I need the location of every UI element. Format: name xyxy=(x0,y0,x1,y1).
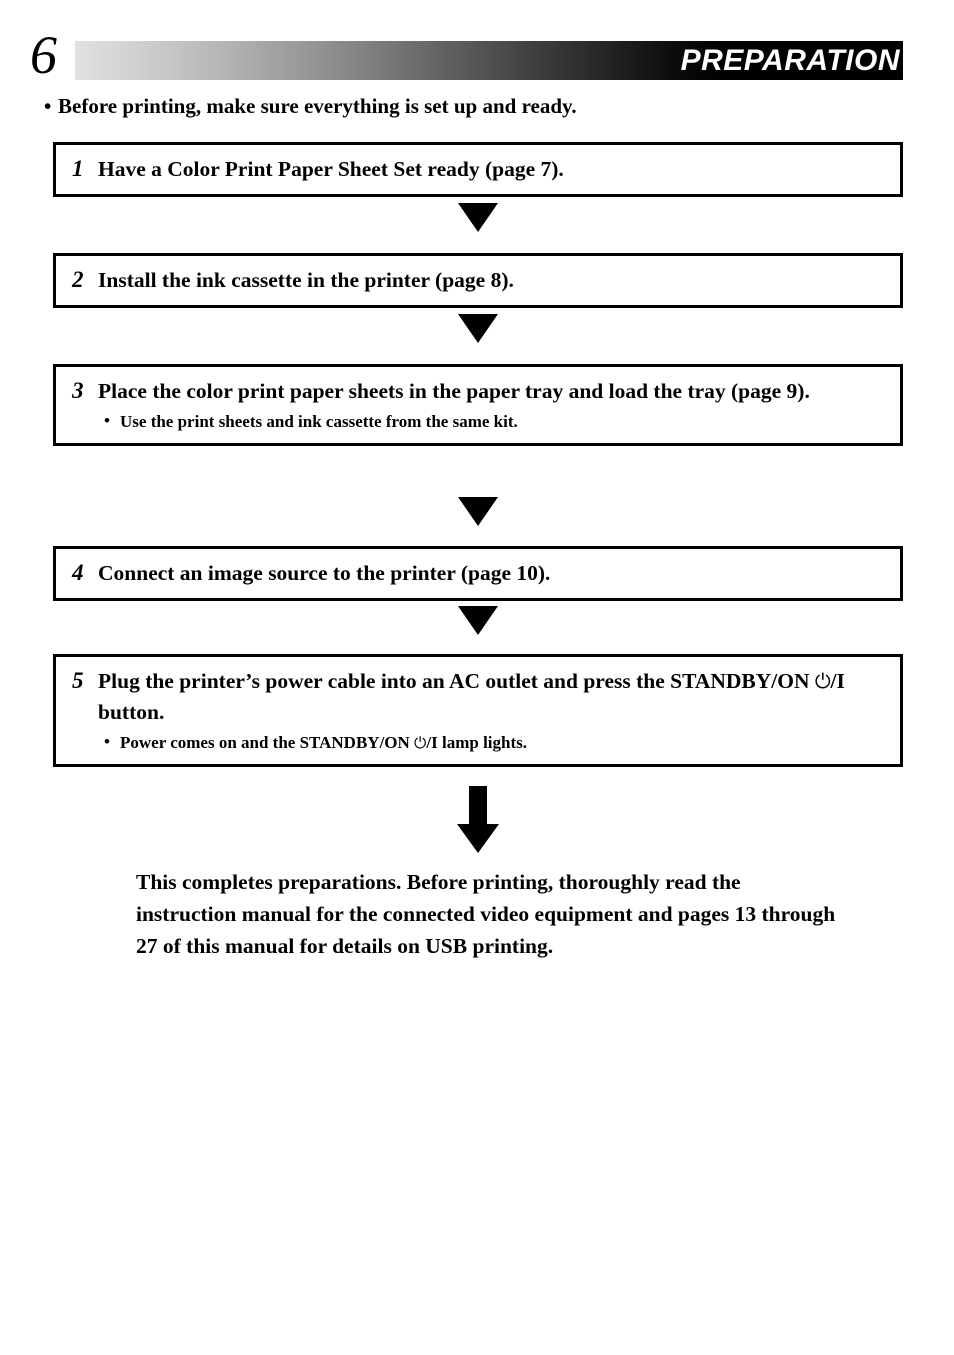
step-text-3: Place the color print paper sheets in th… xyxy=(98,379,810,403)
connector-arrow-2 xyxy=(458,314,498,343)
step-number-1: 1 xyxy=(72,156,84,181)
intro-text: Before printing, make sure everything is… xyxy=(58,94,577,118)
final-down-arrow xyxy=(457,786,499,853)
connector-arrow-1 xyxy=(458,203,498,232)
page-header: 6 PREPARATION xyxy=(0,25,954,90)
step-5-symbol-suffix: /I xyxy=(830,669,845,693)
step-number-5: 5 xyxy=(72,668,84,693)
arrow-shaft xyxy=(469,786,487,826)
step-text-1: Have a Color Print Paper Sheet Set ready… xyxy=(98,157,564,181)
step-box-1: 1 Have a Color Print Paper Sheet Set rea… xyxy=(53,142,903,197)
sub-item-symbol-suffix: /I xyxy=(426,733,438,752)
bullet-icon: • xyxy=(44,94,52,118)
step-box-3: 3 Place the color print paper sheets in … xyxy=(53,364,903,446)
standby-power-icon: ⏻ xyxy=(814,670,831,693)
sub-item-text-before: Power comes on and the STANDBY/ON xyxy=(120,733,415,752)
page-number: 6 xyxy=(30,25,57,85)
step-box-5: 5 Plug the printer’s power cable into an… xyxy=(53,654,903,767)
step-box-4: 4 Connect an image source to the printer… xyxy=(53,546,903,601)
step-number-2: 2 xyxy=(72,267,84,292)
bullet-icon: • xyxy=(104,732,110,751)
step-number-4: 4 xyxy=(72,560,84,585)
step-5-text-before: Plug the printer’s power cable into an A… xyxy=(98,669,815,693)
connector-arrow-4 xyxy=(458,606,498,635)
list-item: • Use the print sheets and ink cassette f… xyxy=(98,410,890,434)
step-5-subitems: • Power comes on and the STANDBY/ON ⏻/I l… xyxy=(98,731,890,755)
closing-paragraph: This completes preparations. Before prin… xyxy=(136,870,836,958)
list-item: • Power comes on and the STANDBY/ON ⏻/I l… xyxy=(98,731,890,755)
step-3-subitems: • Use the print sheets and ink cassette f… xyxy=(98,410,890,434)
intro-line: •Before printing, make sure everything i… xyxy=(44,93,904,119)
step-text-5: Plug the printer’s power cable into an A… xyxy=(98,666,890,728)
step-number-3: 3 xyxy=(72,378,84,403)
step-text-2: Install the ink cassette in the printer … xyxy=(98,268,514,292)
bullet-icon: • xyxy=(104,411,110,430)
connector-arrow-3 xyxy=(458,497,498,526)
step-text-4: Connect an image source to the printer (… xyxy=(98,561,551,585)
arrow-head xyxy=(457,824,499,853)
standby-power-icon: ⏻ xyxy=(414,733,427,752)
sub-item-text-after: lamp lights. xyxy=(437,733,528,752)
page-title: PREPARATION xyxy=(680,44,900,77)
header-gradient-bar xyxy=(75,41,903,80)
step-5-text-after: button. xyxy=(98,700,165,724)
sub-item-text: Use the print sheets and ink cassette fr… xyxy=(120,412,518,431)
step-box-2: 2 Install the ink cassette in the printe… xyxy=(53,253,903,308)
